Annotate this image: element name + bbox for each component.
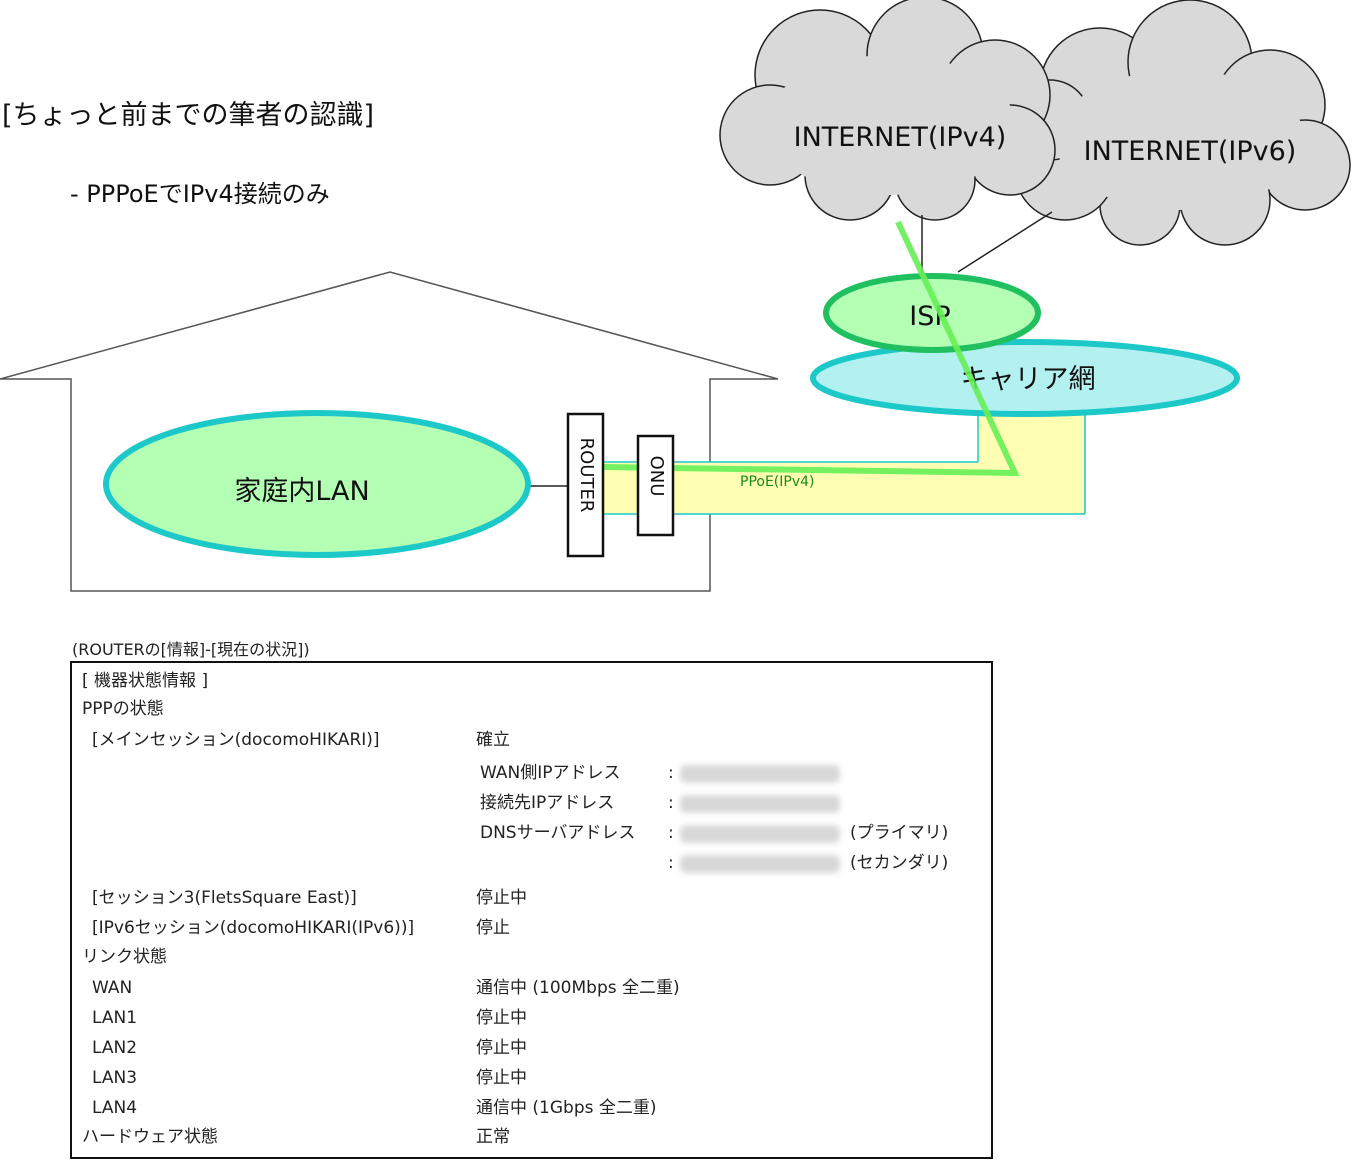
home-lan-label: 家庭内LAN (234, 476, 369, 507)
main-session-value: 確立 (476, 730, 510, 750)
network-diagram: [ちょっと前までの筆者の認識] - PPPoEでIPv4接続のみ INTERNE… (0, 0, 1351, 592)
home-lan (103, 410, 531, 558)
isp-ipv6-link (957, 211, 1053, 273)
onu-label: ONU (646, 456, 667, 497)
lan1-label: LAN1 (92, 1008, 138, 1028)
ppp-heading: PPPの状態 (82, 699, 164, 719)
lan3-value: 停止中 (476, 1068, 527, 1088)
main-session-label: [メインセッション(docomoHIKARI)] (92, 730, 380, 750)
router-box (566, 412, 605, 558)
status-caption: (ROUTERの[情報]-[現在の状況]) (72, 640, 310, 659)
session3-label: [セッション3(FletsSquare East)] (92, 888, 357, 908)
dns-primary-note: (プライマリ) (850, 823, 949, 843)
cloud-ipv6-label: INTERNET(IPv6) (1084, 136, 1297, 167)
lan3-label: LAN3 (92, 1068, 138, 1088)
link-heading: リンク状態 (82, 947, 167, 967)
lan4-label: LAN4 (92, 1098, 138, 1118)
lan2-value: 停止中 (476, 1038, 527, 1058)
dest-ip-label: 接続先IPアドレス (480, 793, 615, 813)
dns-secondary-note: (セカンダリ) (850, 853, 949, 873)
pppoe-path (603, 220, 1020, 477)
ipv6-session-value: 停止 (476, 918, 510, 938)
pppoe-label: PPoE(IPv4) (740, 474, 814, 490)
dest-ip-colon: : (668, 793, 674, 813)
dns-primary-redacted (680, 825, 840, 843)
wan-ip-colon: : (668, 763, 674, 783)
dns-primary-colon: : (668, 823, 674, 843)
wan-value: 通信中 (100Mbps 全二重) (476, 978, 680, 998)
cloud-ipv4-label: INTERNET(IPv4) (794, 122, 1007, 153)
onu-box (636, 434, 675, 537)
device-status-panel: [ 機器状態情報 ] PPPの状態 [メインセッション(docomoHIKARI… (70, 661, 993, 1159)
ipv6-session-label: [IPv6セッション(docomoHIKARI(IPv6))] (92, 918, 415, 938)
isp-node (823, 273, 1041, 353)
hardware-label: ハードウェア状態 (82, 1127, 218, 1147)
cloud-ipv4 (719, 0, 1056, 221)
session3-value: 停止中 (476, 888, 527, 908)
cloud-ipv6 (1009, 0, 1351, 246)
diagram-subheading: - PPPoEでIPv4接続のみ (70, 180, 330, 208)
wan-ip-label: WAN側IPアドレス (480, 763, 621, 783)
dest-ip-redacted (680, 795, 840, 813)
carrier-network (810, 339, 1240, 417)
panel-title: [ 機器状態情報 ] (82, 671, 209, 691)
dns-secondary-colon: : (668, 853, 674, 873)
diagram-heading: [ちょっと前までの筆者の認識] (2, 100, 374, 131)
lan1-value: 停止中 (476, 1008, 527, 1028)
router-label: ROUTER (576, 438, 597, 513)
lan4-value: 通信中 (1Gbps 全二重) (476, 1098, 657, 1118)
dns-secondary-redacted (680, 855, 840, 873)
lan2-label: LAN2 (92, 1038, 138, 1058)
dns-label: DNSサーバアドレス (480, 823, 636, 843)
wan-label: WAN (92, 978, 133, 998)
carrier-network-label: キャリア網 (961, 364, 1096, 395)
wan-ip-redacted (680, 765, 840, 783)
carrier-tunnel (604, 408, 1085, 514)
hardware-value: 正常 (476, 1127, 510, 1147)
